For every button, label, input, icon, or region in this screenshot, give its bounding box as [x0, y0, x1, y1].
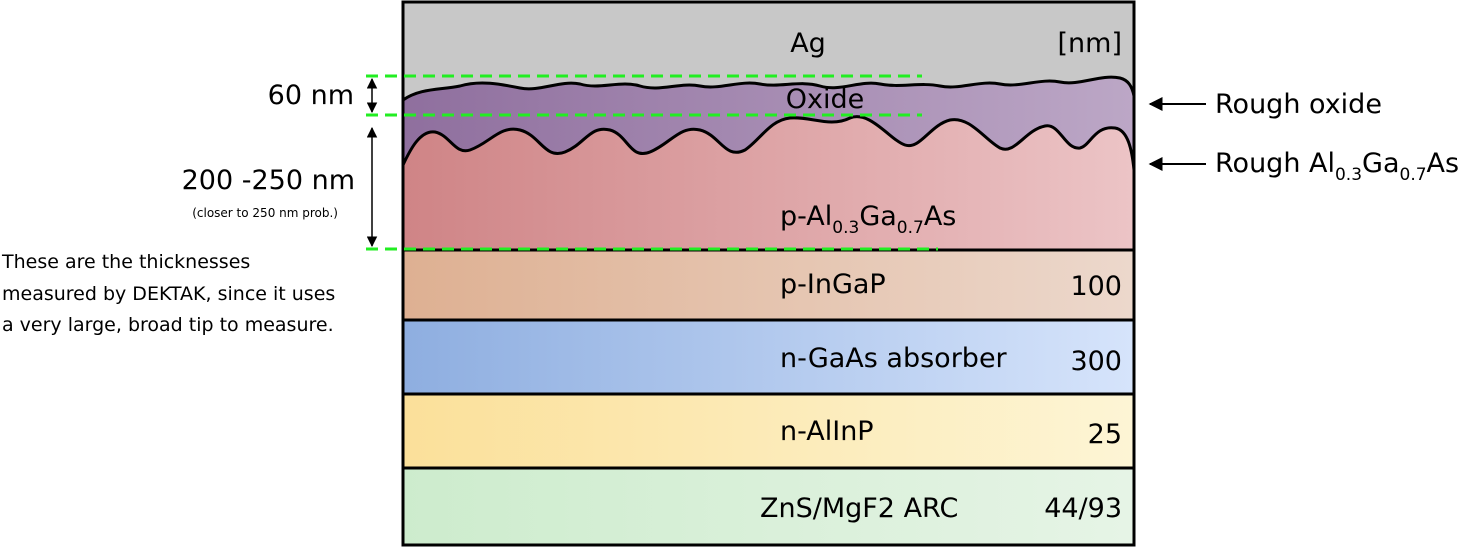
thickness-ingap: 100 [1070, 271, 1122, 302]
label-algaas: p-Al0.3Ga0.7As [780, 201, 956, 238]
label-algaas-mid: Ga [859, 201, 896, 232]
thickness-allnp: 25 [1088, 419, 1122, 450]
thickness-arc: 44/93 [1044, 493, 1122, 524]
label-unit: [nm] [1058, 28, 1122, 59]
rough-algaas-sub2: 0.7 [1400, 165, 1427, 185]
dektak-note-line-1: These are the thicknesses [1, 251, 250, 273]
rough-algaas-mid: Ga [1362, 148, 1399, 179]
stack-border [401, 0, 1136, 547]
rough-algaas-suffix: As [1427, 148, 1460, 179]
thickness-gaas: 300 [1070, 346, 1122, 377]
gaas-layer [403, 320, 1134, 394]
algaas-top-boundary [401, 115, 1136, 171]
arc-layer [403, 468, 1134, 545]
allnp-layer [403, 394, 1134, 468]
label-ingap: p-InGaP [780, 269, 886, 300]
label-algaas-prefix: p-Al [780, 201, 832, 232]
label-arc: ZnS/MgF2 ARC [760, 493, 958, 524]
label-algaas-suffix: As [924, 201, 957, 232]
algaas-thickness-note: (closer to 250 nm prob.) [192, 206, 338, 220]
oxide-thickness-label: 60 nm [268, 80, 354, 111]
label-oxide: Oxide [786, 84, 864, 115]
algaas-layer [403, 116, 1134, 250]
dektak-note-line-2: measured by DEKTAK, since it uses [2, 283, 335, 305]
ingap-layer [403, 250, 1134, 320]
oxide-top-boundary [402, 75, 1136, 102]
rough-algaas-prefix: Rough Al [1215, 148, 1335, 179]
label-algaas-sub1: 0.3 [832, 218, 859, 238]
label-algaas-sub2: 0.7 [897, 218, 924, 238]
rough-algaas-label: Rough Al0.3Ga0.7As [1215, 148, 1459, 185]
rough-oxide-label: Rough oxide [1215, 89, 1382, 120]
label-allnp: n-AlInP [780, 416, 874, 447]
rough-algaas-sub1: 0.3 [1335, 165, 1362, 185]
label-gaas: n-GaAs absorber [780, 343, 1008, 374]
algaas-thickness-label: 200 -250 nm [182, 165, 355, 196]
dektak-note-line-3: a very large, broad tip to measure. [2, 314, 334, 336]
label-ag: Ag [790, 28, 826, 59]
